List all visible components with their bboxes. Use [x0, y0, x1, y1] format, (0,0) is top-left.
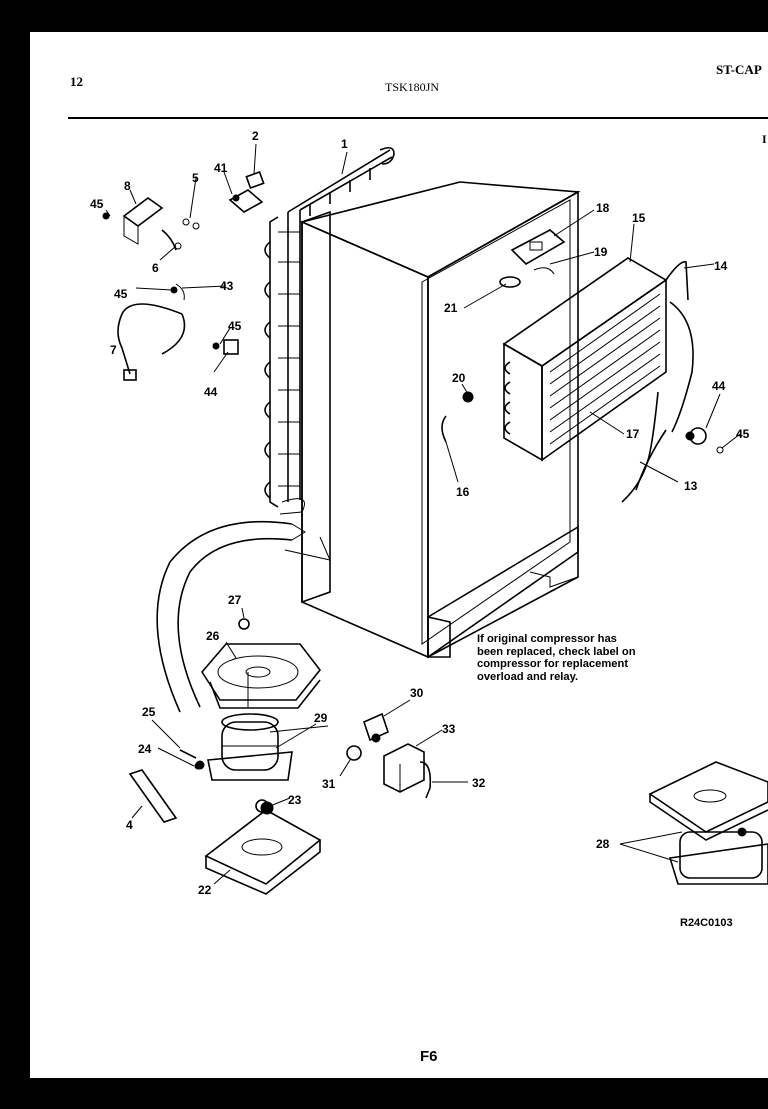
callout-7: 7 — [110, 343, 117, 357]
wire-clip — [533, 267, 555, 275]
callout-45-top: 45 — [90, 197, 104, 211]
part-2 — [245, 170, 265, 190]
relay-31 — [346, 745, 362, 761]
callout-15: 15 — [632, 211, 646, 225]
callout-19: 19 — [594, 245, 608, 259]
bracket-32 — [419, 761, 432, 799]
washer-24 — [194, 762, 202, 770]
callout-labels: 1 2 4 5 6 7 8 13 14 15 16 17 18 19 20 21… — [90, 129, 750, 897]
clip-25 — [179, 749, 197, 759]
callout-45-right: 45 — [736, 427, 750, 441]
callout-2: 2 — [252, 129, 259, 143]
power-cord — [117, 303, 186, 375]
light-socket — [499, 276, 521, 288]
terminal-block — [122, 197, 164, 245]
diagram-sheet: 12 TSK180JN ST-CAP I — [30, 32, 768, 1078]
callout-25: 25 — [142, 705, 156, 719]
callout-14: 14 — [714, 259, 728, 273]
callout-43: 43 — [220, 279, 234, 293]
drain-hose-inner — [177, 537, 293, 708]
callout-22: 22 — [198, 883, 212, 897]
capacitor-33 — [383, 743, 425, 793]
relay-44-left — [212, 339, 239, 355]
callout-24: 24 — [138, 742, 152, 756]
callout-32: 32 — [472, 776, 486, 790]
callout-44-right: 44 — [712, 379, 726, 393]
thermostat-knob — [462, 391, 474, 403]
callout-41: 41 — [214, 161, 228, 175]
screws-5 — [174, 218, 200, 250]
callout-8: 8 — [124, 179, 131, 193]
note-line-1: If original compressor has — [477, 633, 617, 645]
timer-bracket — [510, 229, 566, 266]
tube-16 — [441, 415, 447, 443]
compressor-note: If original compressor has been replaced… — [477, 633, 717, 683]
hose-arrow — [291, 523, 306, 541]
callout-26: 26 — [206, 629, 220, 643]
bracket — [128, 769, 178, 823]
callout-13: 13 — [684, 479, 698, 493]
clip-6 — [161, 229, 177, 251]
section-code: ST-CAP — [716, 62, 762, 77]
heater-wire — [621, 391, 659, 503]
callout-17: 17 — [626, 427, 640, 441]
connector-arrow — [284, 536, 331, 561]
note-line-2: been replaced, check label on — [477, 645, 636, 658]
leader-lines — [105, 143, 741, 885]
callout-45-relay: 45 — [228, 319, 242, 333]
bolt-27 — [238, 618, 250, 630]
reference-code: R24C0103 — [680, 917, 733, 929]
callout-23: 23 — [288, 793, 302, 807]
note-line-3: compressor for replacement — [477, 658, 629, 670]
callout-5: 5 — [192, 171, 199, 185]
callout-6: 6 — [152, 261, 159, 275]
relay-44-right — [685, 427, 724, 454]
overload-30 — [363, 712, 389, 743]
callout-1: 1 — [341, 137, 348, 151]
callout-33: 33 — [442, 722, 456, 736]
replacement-compressor — [648, 761, 768, 885]
callout-4: 4 — [126, 818, 133, 832]
drain-pan — [201, 643, 322, 709]
drain-hose-outer — [156, 520, 293, 713]
exploded-parts-diagram: 1 2 4 5 6 7 8 13 14 15 16 17 18 19 20 21… — [68, 117, 768, 897]
screw-45b — [102, 212, 110, 220]
note-line-4: overload and relay. — [477, 670, 579, 683]
model-number: TSK180JN — [385, 80, 440, 94]
grommet-23 — [255, 799, 269, 813]
cabinet — [299, 181, 581, 659]
bracket-41 — [228, 189, 264, 213]
callout-21: 21 — [444, 301, 458, 315]
plug — [123, 369, 137, 381]
callout-16: 16 — [456, 485, 470, 499]
callout-18: 18 — [596, 201, 610, 215]
callout-28: 28 — [596, 837, 610, 851]
page-number: 12 — [70, 74, 83, 89]
grommet-43 — [175, 283, 185, 301]
callout-29: 29 — [314, 711, 328, 725]
callout-44-left: 44 — [204, 385, 218, 399]
callout-20: 20 — [452, 371, 466, 385]
evaporator — [502, 257, 694, 491]
callout-31: 31 — [322, 777, 336, 791]
callout-45-mid: 45 — [114, 287, 128, 301]
condenser-coil — [264, 146, 395, 515]
callout-30: 30 — [410, 686, 424, 700]
edge-mark: I — [762, 132, 767, 146]
figure-label: F6 — [420, 1048, 438, 1065]
base-plate — [204, 801, 322, 895]
callout-27: 27 — [228, 593, 242, 607]
